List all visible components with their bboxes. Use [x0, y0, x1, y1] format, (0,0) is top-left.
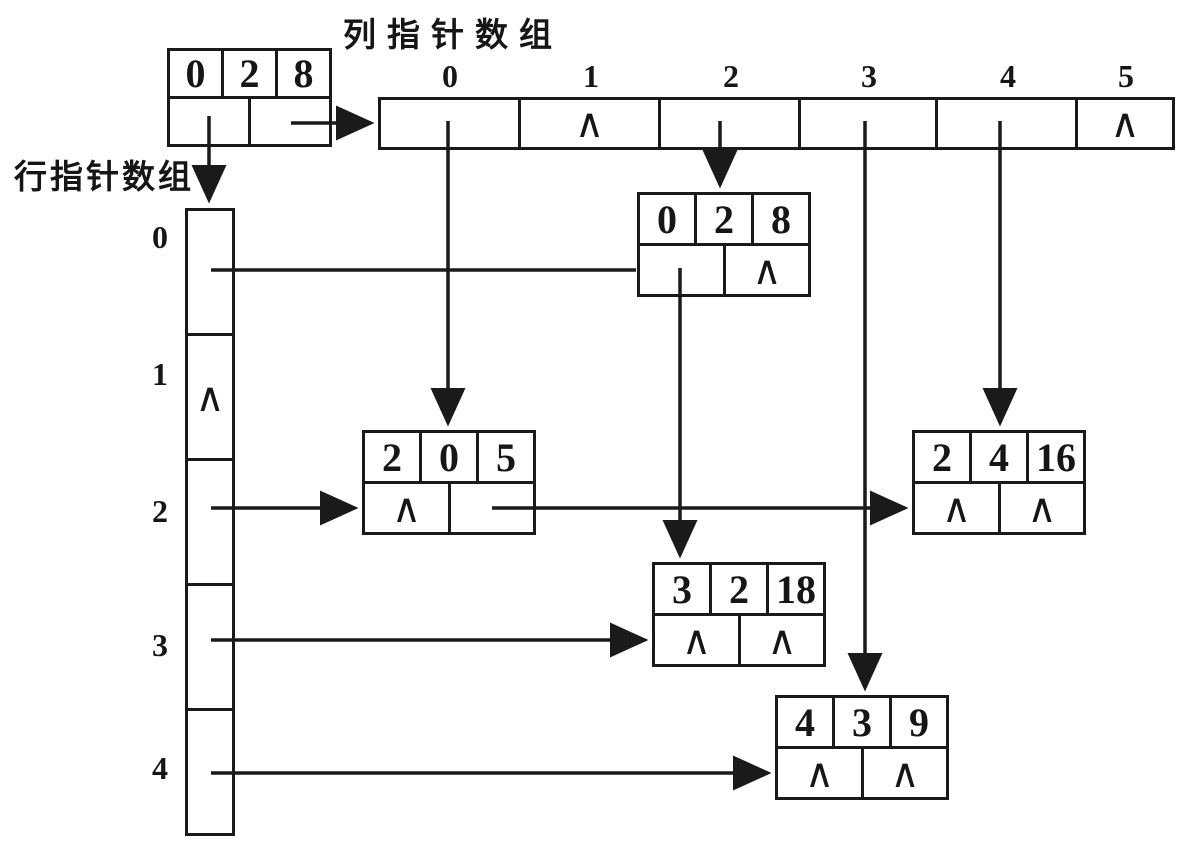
node-r2c4-col: 4 [969, 430, 1029, 484]
head-node-row-cell: 0 [167, 48, 224, 99]
node-r4c3-col: 3 [832, 695, 892, 749]
col-index-4: 4 [1000, 58, 1016, 94]
col-array-cell-1: ∧ [518, 97, 661, 150]
node-r3c2: 3 2 18 ∧ ∧ [652, 562, 826, 667]
col-index-3: 3 [861, 58, 877, 94]
node-r4c3-right-pointer: ∧ [861, 746, 949, 800]
row-index-3: 3 [152, 627, 168, 663]
node-r2c4-val: 16 [1026, 430, 1086, 484]
node-r3c2-col: 2 [709, 562, 769, 616]
head-node-right-pointer-cell [248, 96, 332, 147]
node-r2c4: 2 4 16 ∧ ∧ [912, 430, 1086, 535]
row-array-cell-2 [185, 458, 235, 586]
node-r2c0-val: 5 [476, 430, 536, 484]
row-array-cell-1: ∧ [185, 333, 235, 461]
node-r2c0-row: 2 [362, 430, 422, 484]
node-r2c0-down-pointer: ∧ [362, 481, 451, 535]
row-array-cell-3 [185, 583, 235, 711]
node-r2c4-right-pointer: ∧ [998, 481, 1086, 535]
head-node-val-cell: 8 [275, 48, 332, 99]
head-node-down-pointer-cell [167, 96, 251, 147]
node-r0c2-col: 2 [694, 192, 754, 246]
node-r3c2-down-pointer: ∧ [652, 613, 741, 667]
node-r0c2-val: 8 [751, 192, 811, 246]
node-r0c2-down-pointer [637, 243, 726, 297]
col-index-0: 0 [442, 58, 458, 94]
head-node-col-cell: 2 [221, 48, 278, 99]
col-pointer-array: ∧ ∧ [378, 97, 1175, 150]
row-index-4: 4 [152, 750, 168, 786]
node-r4c3: 4 3 9 ∧ ∧ [775, 695, 949, 800]
node-r2c0-right-pointer [448, 481, 536, 535]
col-index-2: 2 [723, 58, 739, 94]
col-index-5: 5 [1118, 58, 1134, 94]
node-r3c2-row: 3 [652, 562, 712, 616]
col-array-cell-4 [935, 97, 1078, 150]
node-r2c0-col: 0 [419, 430, 479, 484]
node-r2c4-down-pointer: ∧ [912, 481, 1001, 535]
node-r2c4-row: 2 [912, 430, 972, 484]
node-r2c0: 2 0 5 ∧ [362, 430, 536, 535]
col-array-cell-0 [378, 97, 521, 150]
row-array-cell-4 [185, 708, 235, 836]
node-r0c2-right-pointer: ∧ [723, 243, 811, 297]
col-pointer-array-label: 列指针数组 [343, 18, 563, 54]
row-array-cell-0 [185, 208, 235, 336]
row-index-2: 2 [152, 493, 168, 529]
node-r4c3-val: 9 [889, 695, 949, 749]
head-node-pointer-row [167, 96, 332, 147]
node-r4c3-row: 4 [775, 695, 835, 749]
row-index-1: 1 [152, 356, 168, 392]
col-array-cell-5: ∧ [1075, 97, 1175, 150]
row-pointer-array: ∧ [185, 208, 235, 836]
node-r4c3-down-pointer: ∧ [775, 746, 864, 800]
node-r0c2-row: 0 [637, 192, 697, 246]
node-r3c2-right-pointer: ∧ [738, 613, 826, 667]
head-node-value-row: 0 2 8 [167, 48, 332, 99]
col-index-1: 1 [583, 58, 599, 94]
row-index-0: 0 [152, 219, 168, 255]
col-array-cell-2 [658, 97, 801, 150]
col-array-cell-3 [798, 97, 938, 150]
row-pointer-array-label: 行指针数组 [14, 160, 194, 196]
node-r3c2-val: 18 [766, 562, 826, 616]
node-r0c2: 0 2 8 ∧ [637, 192, 811, 297]
